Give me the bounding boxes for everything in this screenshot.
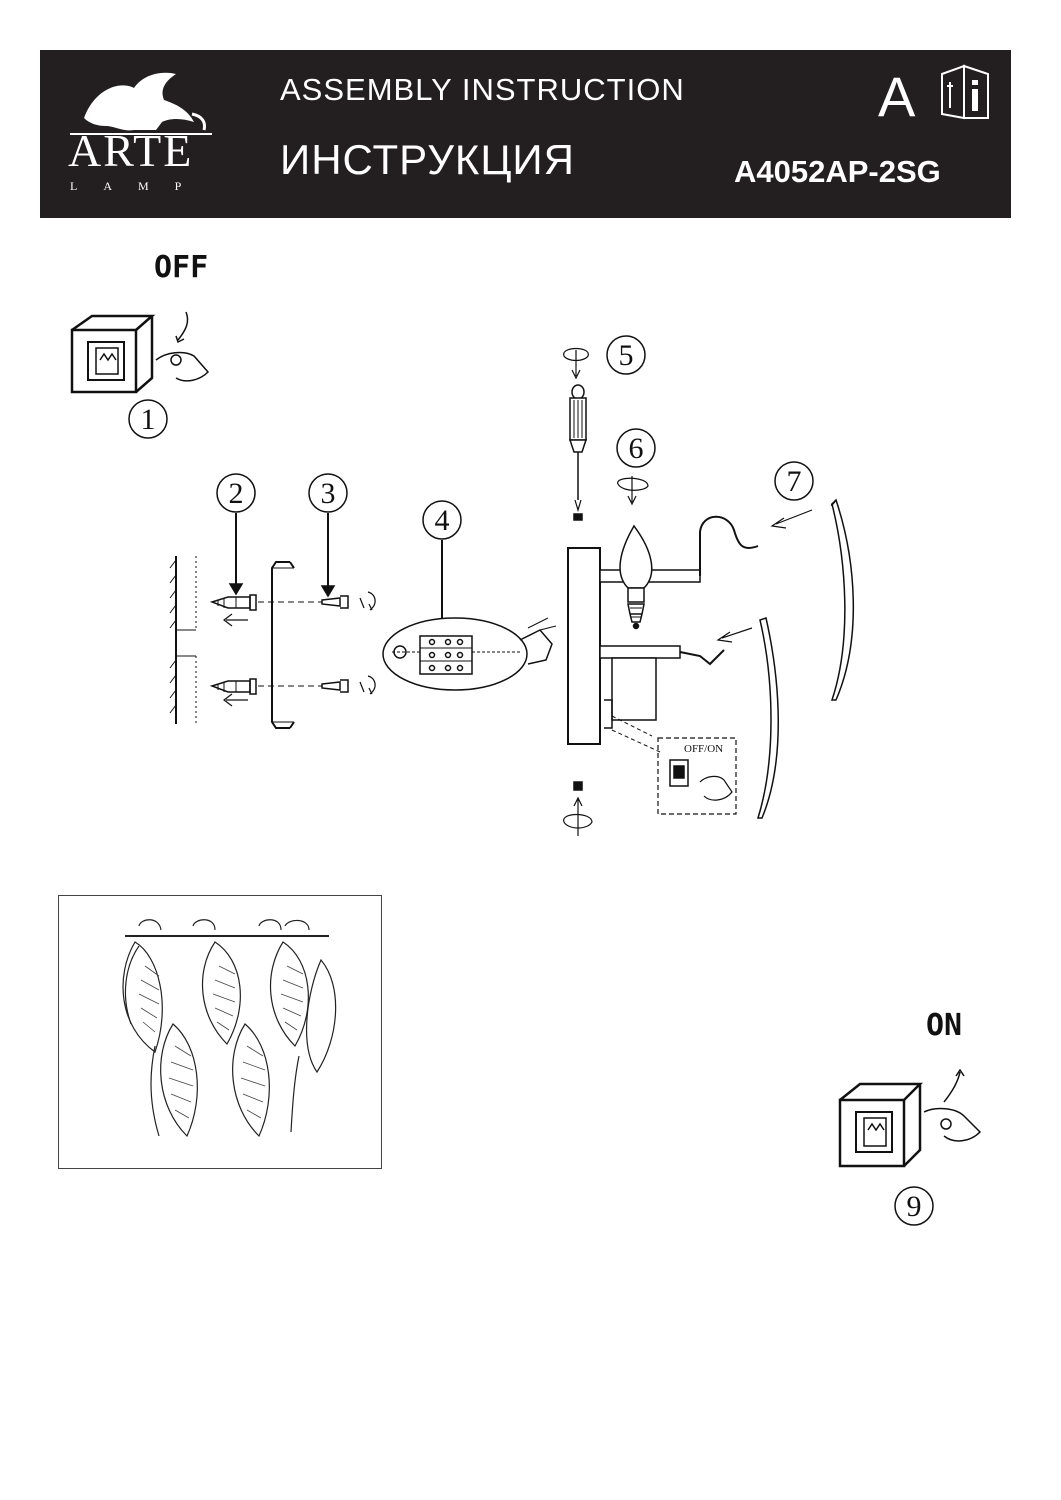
power-switch-icon xyxy=(70,311,210,394)
wall-anchor xyxy=(209,594,257,611)
screwdriver-icon xyxy=(568,384,588,513)
griffin-logo-icon xyxy=(70,72,212,135)
step-number: 1 xyxy=(141,403,156,436)
step-number: 5 xyxy=(619,339,634,372)
power-switch-icon xyxy=(838,1068,982,1168)
step-number: 3 xyxy=(321,477,336,510)
bulb-icon xyxy=(619,524,653,630)
brand-name: ARTE xyxy=(68,125,194,176)
wall-anchor xyxy=(209,678,257,695)
switch-label: OFF/ON xyxy=(684,743,723,755)
glass-leaf xyxy=(830,498,855,701)
glass-leaf xyxy=(756,617,779,819)
step-number: 7 xyxy=(787,465,802,498)
model-number: A4052AP-2SG xyxy=(734,154,941,189)
assembled-lamp-preview xyxy=(58,895,382,1169)
on-label: ON xyxy=(926,1008,963,1043)
step-number: 6 xyxy=(629,432,644,465)
step-number: 4 xyxy=(435,504,450,537)
off-label: OFF xyxy=(154,250,209,285)
header-banner: ARTE LAMP ASSEMBLY INSTRUCTION ИНСТРУКЦИ… xyxy=(40,50,1011,218)
step-number: 9 xyxy=(907,1190,922,1223)
feather-leaves-illustration xyxy=(122,919,337,1138)
terminal-block xyxy=(382,617,557,691)
language-code: A xyxy=(878,65,916,128)
step-number: 2 xyxy=(229,477,244,510)
title-russian: ИНСТРУКЦИЯ xyxy=(280,136,575,183)
title-english: ASSEMBLY INSTRUCTION xyxy=(280,72,685,107)
info-book-icon xyxy=(941,64,989,120)
brand-sub: LAMP xyxy=(70,179,208,193)
